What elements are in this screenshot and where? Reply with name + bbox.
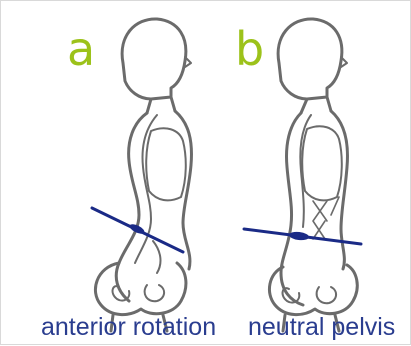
panel-a-abdomen (153, 241, 160, 273)
panel-a-figure (95, 19, 191, 331)
panel-a-head (122, 19, 186, 99)
panel-b-head (278, 19, 342, 99)
panel-b-letter: b (235, 22, 264, 76)
panel-b-abdominals (313, 197, 339, 239)
panel-b-ribcage (302, 126, 342, 200)
panel-b-caption: neutral pelvis (248, 313, 395, 341)
panel-b: b (235, 19, 395, 341)
panel-a-ribcage (146, 128, 186, 200)
panel-a-caption: anterior rotation (41, 313, 216, 341)
panel-b-spine (281, 113, 303, 305)
panel-a: a (41, 19, 216, 341)
panel-a-letter: a (67, 22, 95, 76)
panel-b-figure (269, 19, 357, 331)
panel-b-pelvic-marker (289, 231, 310, 241)
panel-a-pelvis (95, 263, 186, 315)
panel-a-spine (116, 113, 147, 301)
panel-b-pelvis-inner (283, 287, 337, 303)
